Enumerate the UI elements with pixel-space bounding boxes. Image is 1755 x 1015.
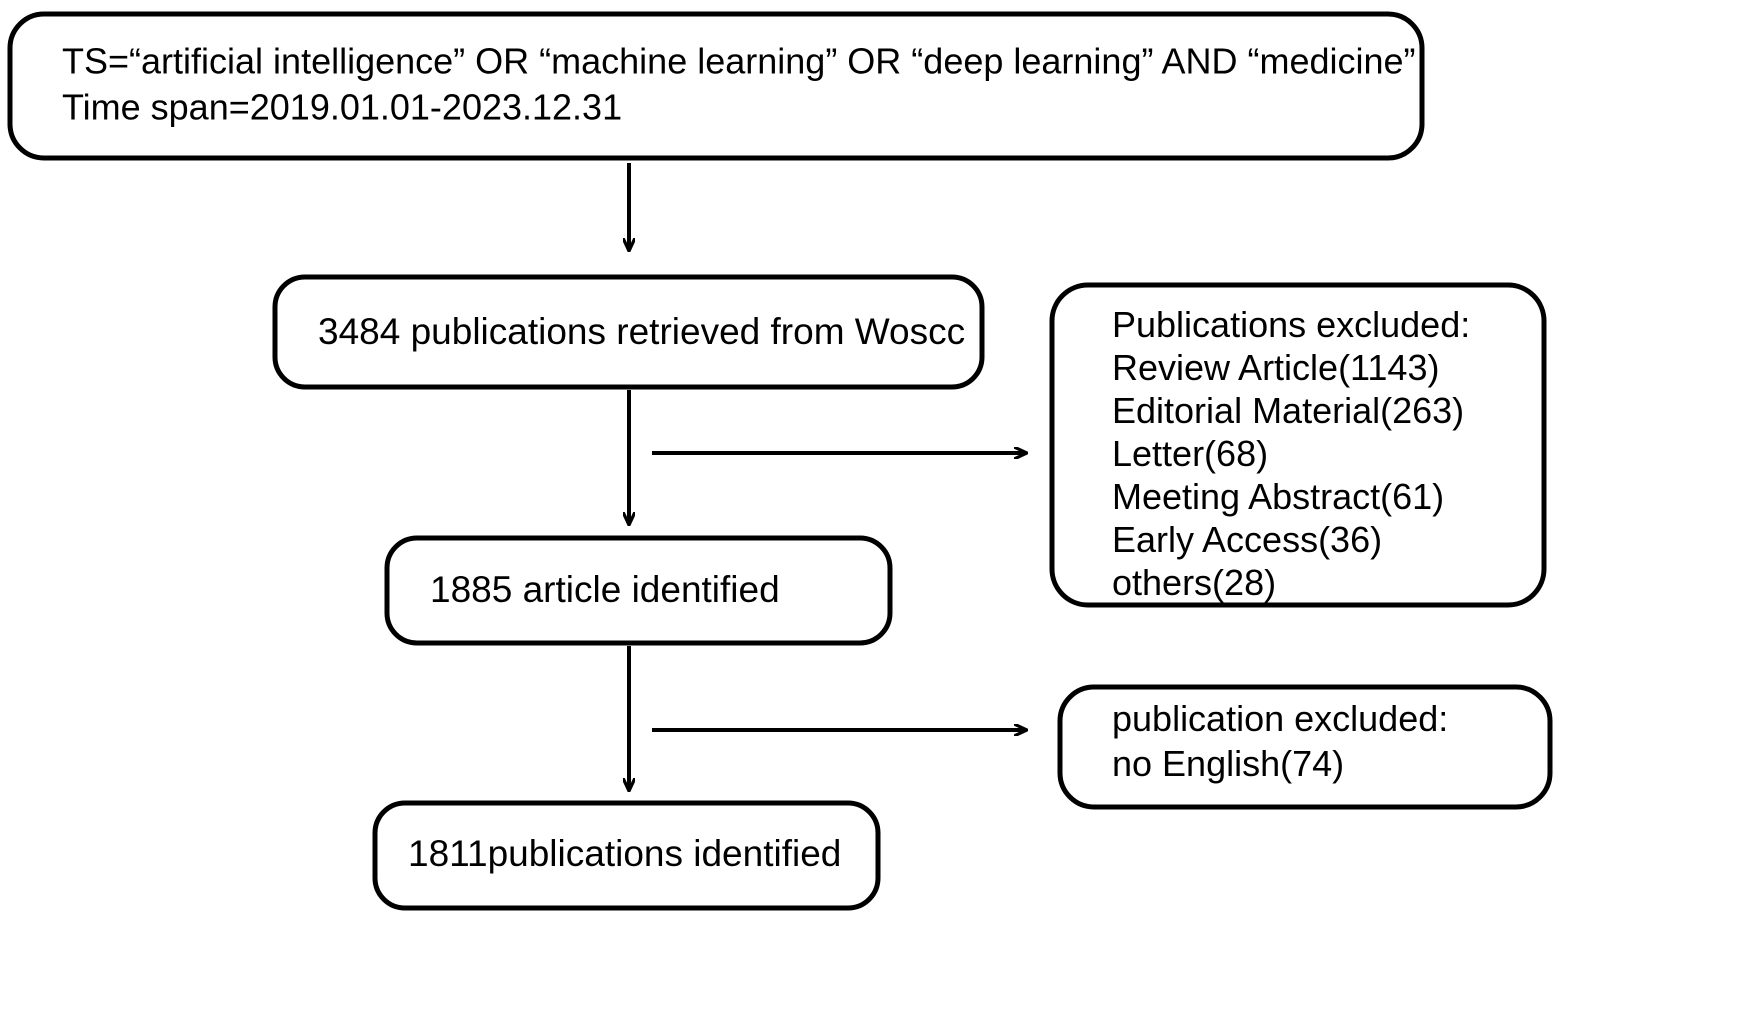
excluded-language-line-2: no English(74) (1112, 743, 1344, 784)
excluded-types-line-6: Early Access(36) (1112, 519, 1382, 560)
excluded-types-line-4: Letter(68) (1112, 433, 1268, 474)
excluded-types-line-2: Review Article(1143) (1112, 347, 1439, 388)
node-excluded-language (1057, 684, 1553, 810)
node-retrieved (272, 274, 985, 390)
excluded-types-line-1: Publications excluded: (1112, 304, 1470, 345)
excluded-types-line-7: others(28) (1112, 562, 1276, 603)
node-excluded-types (1049, 282, 1547, 608)
node-identified-articles (384, 535, 893, 646)
identified-articles-label: 1885 article identified (430, 569, 780, 610)
excluded-types-line-5: Meeting Abstract(61) (1112, 476, 1444, 517)
final-publications-label: 1811publications identified (408, 833, 841, 874)
search-query-line-2: Time span=2019.01.01-2023.12.31 (62, 87, 622, 128)
retrieved-label: 3484 publications retrieved from Woscc (318, 311, 965, 352)
node-final-publications (372, 800, 881, 911)
search-query-line-1: TS=“artificial intelligence” OR “machine… (62, 41, 1416, 82)
excluded-language-line-1: publication excluded: (1112, 698, 1448, 739)
node-search-query (7, 11, 1425, 161)
excluded-types-line-3: Editorial Material(263) (1112, 390, 1464, 431)
